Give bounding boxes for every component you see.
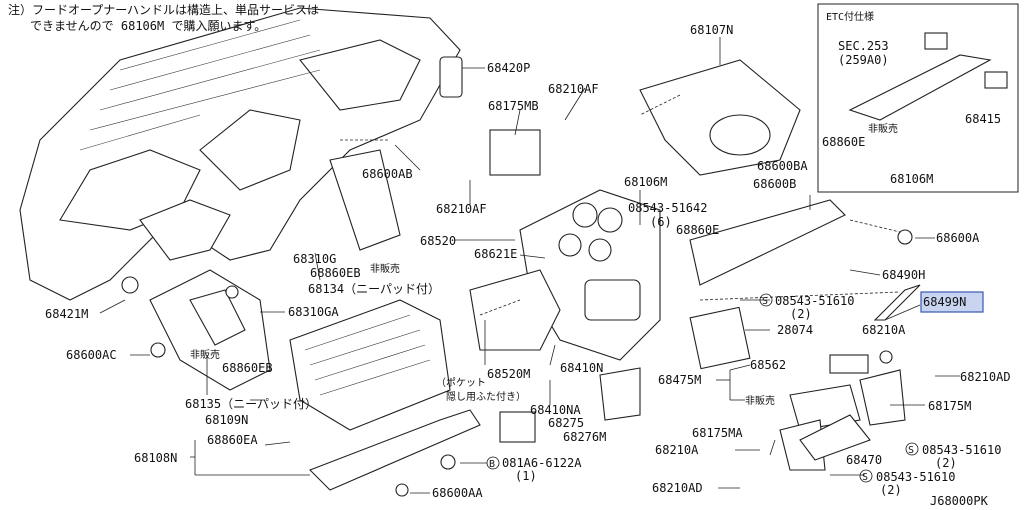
callout-68109N: 68109N [205,413,248,427]
callout-08543-51610-1-qty: (2) [790,307,812,321]
callout-68600BA: 68600BA [757,159,808,173]
callout-68310GA: 68310GA [288,305,339,319]
callout-28074: 28074 [777,323,813,337]
callout-68106M: 68106M [624,175,667,189]
callout-68562: 68562 [750,358,786,372]
callout-68600AB: 68600AB [362,167,413,181]
callout-68210AD-2: 68210AD [652,481,703,495]
note-line-2: できませんので 68106M で購入願います。 [30,19,266,33]
callout-68490H: 68490H [882,268,925,282]
inset-part-68860E: 68860E [822,135,865,149]
callout-68175M: 68175M [928,399,971,413]
callout-68421M: 68421M [45,307,88,321]
callout-pocket-1: （ポケット [436,377,486,389]
callout-68860EB-1: 68860EB [310,266,361,280]
svg-text:S: S [762,296,768,307]
callout-68210A-2: 68210A [655,443,699,457]
callout-68600AA: 68600AA [432,486,483,500]
strip-drawing [309,409,481,491]
callout-68860EB-2-not-for-sale: 非販売 [190,348,220,361]
callout-68860EB-2: 68860EB [222,361,273,375]
inset-sec-sub: (259A0) [838,53,889,67]
inset-not-for-sale: 非販売 [868,122,898,135]
callout-08543-51642-qty: (6) [650,215,672,229]
callout-68621E: 68621E [474,247,517,261]
callout-pocket-2: 隠し用ふた付き） [446,390,526,403]
callout-68860EA: 68860EA [207,433,258,447]
note-line-1: 注）フードオープナーハンドルは構造上、単品サービスは [8,2,319,17]
bracket-drawing [689,199,846,286]
callout-68520M: 68520M [487,367,530,381]
callout-68134: 68134（ニーパッド付） [308,282,440,296]
callout-68210AF-1: 68210AF [548,82,599,96]
callout-68276M: 68276M [563,430,606,444]
callout-68410N: 68410N [560,361,603,375]
callout-081A6-6122A-qty: (1) [515,469,537,483]
callout-08543-51610-3-qty: (2) [880,483,902,497]
callout-68210AD-1: 68210AD [960,370,1011,384]
callout-68210A-1: 68210A [862,323,906,337]
callout-68475M-not-for-sale: 非販売 [745,394,775,407]
callout-68310G: 68310G [293,252,336,266]
highlight-68499N [920,291,984,313]
callout-68420P: 68420P [487,61,530,75]
callout-68475M: 68475M [658,373,701,387]
callout-08543-51610-2-qty: (2) [935,456,957,470]
svg-text:S: S [908,445,914,456]
callout-08543-51610-1: 08543-51610 [775,294,854,308]
callout-68860EB-1-not-for-sale: 非販売 [370,262,400,275]
lower-cover-drawing [289,299,451,431]
callout-68600AC: 68600AC [66,348,117,362]
display-28074-drawing [689,306,751,370]
inset-title: ETC付仕様 [826,10,874,23]
callout-081A6-6122A: 081A6-6122A [502,456,582,470]
callout-08543-51610-3: 08543-51610 [876,470,955,484]
svg-text:S: S [862,472,868,483]
callout-08543-51642: 08543-51642 [628,201,707,215]
clip-68600AC [150,342,166,358]
callout-68860E: 68860E [676,223,719,237]
callout-68600B: 68600B [753,177,796,191]
instrument-panel-drawing [19,7,461,301]
callout-08543-51610-2: 08543-51610 [922,443,1001,457]
callout-68135: 68135（ニーパッド付） [185,397,317,411]
callout-68520: 68520 [420,234,456,248]
diagram-code: J68000PK [930,494,989,508]
callout-68175MA: 68175MA [692,426,743,440]
glovebox-drawing [469,269,561,351]
callout-68470: 68470 [846,453,882,467]
svg-text:B: B [489,459,495,470]
callout-68275: 68275 [548,416,584,430]
inset-part-68415: 68415 [965,112,1001,126]
callout-68210AF-2: 68210AF [436,202,487,216]
callout-68600A: 68600A [936,231,980,245]
callout-68108N: 68108N [134,451,177,465]
callout-68410NA: 68410NA [530,403,581,417]
callout-68107N: 68107N [690,23,733,37]
inset-sec: SEC.253 [838,39,889,53]
callout-68175MB: 68175MB [488,99,539,113]
inset-part-68106M: 68106M [890,172,933,186]
leader-lines [99,37,960,494]
cover-68107N-drawing [639,59,801,176]
callout-68499N: 68499N [923,295,966,309]
